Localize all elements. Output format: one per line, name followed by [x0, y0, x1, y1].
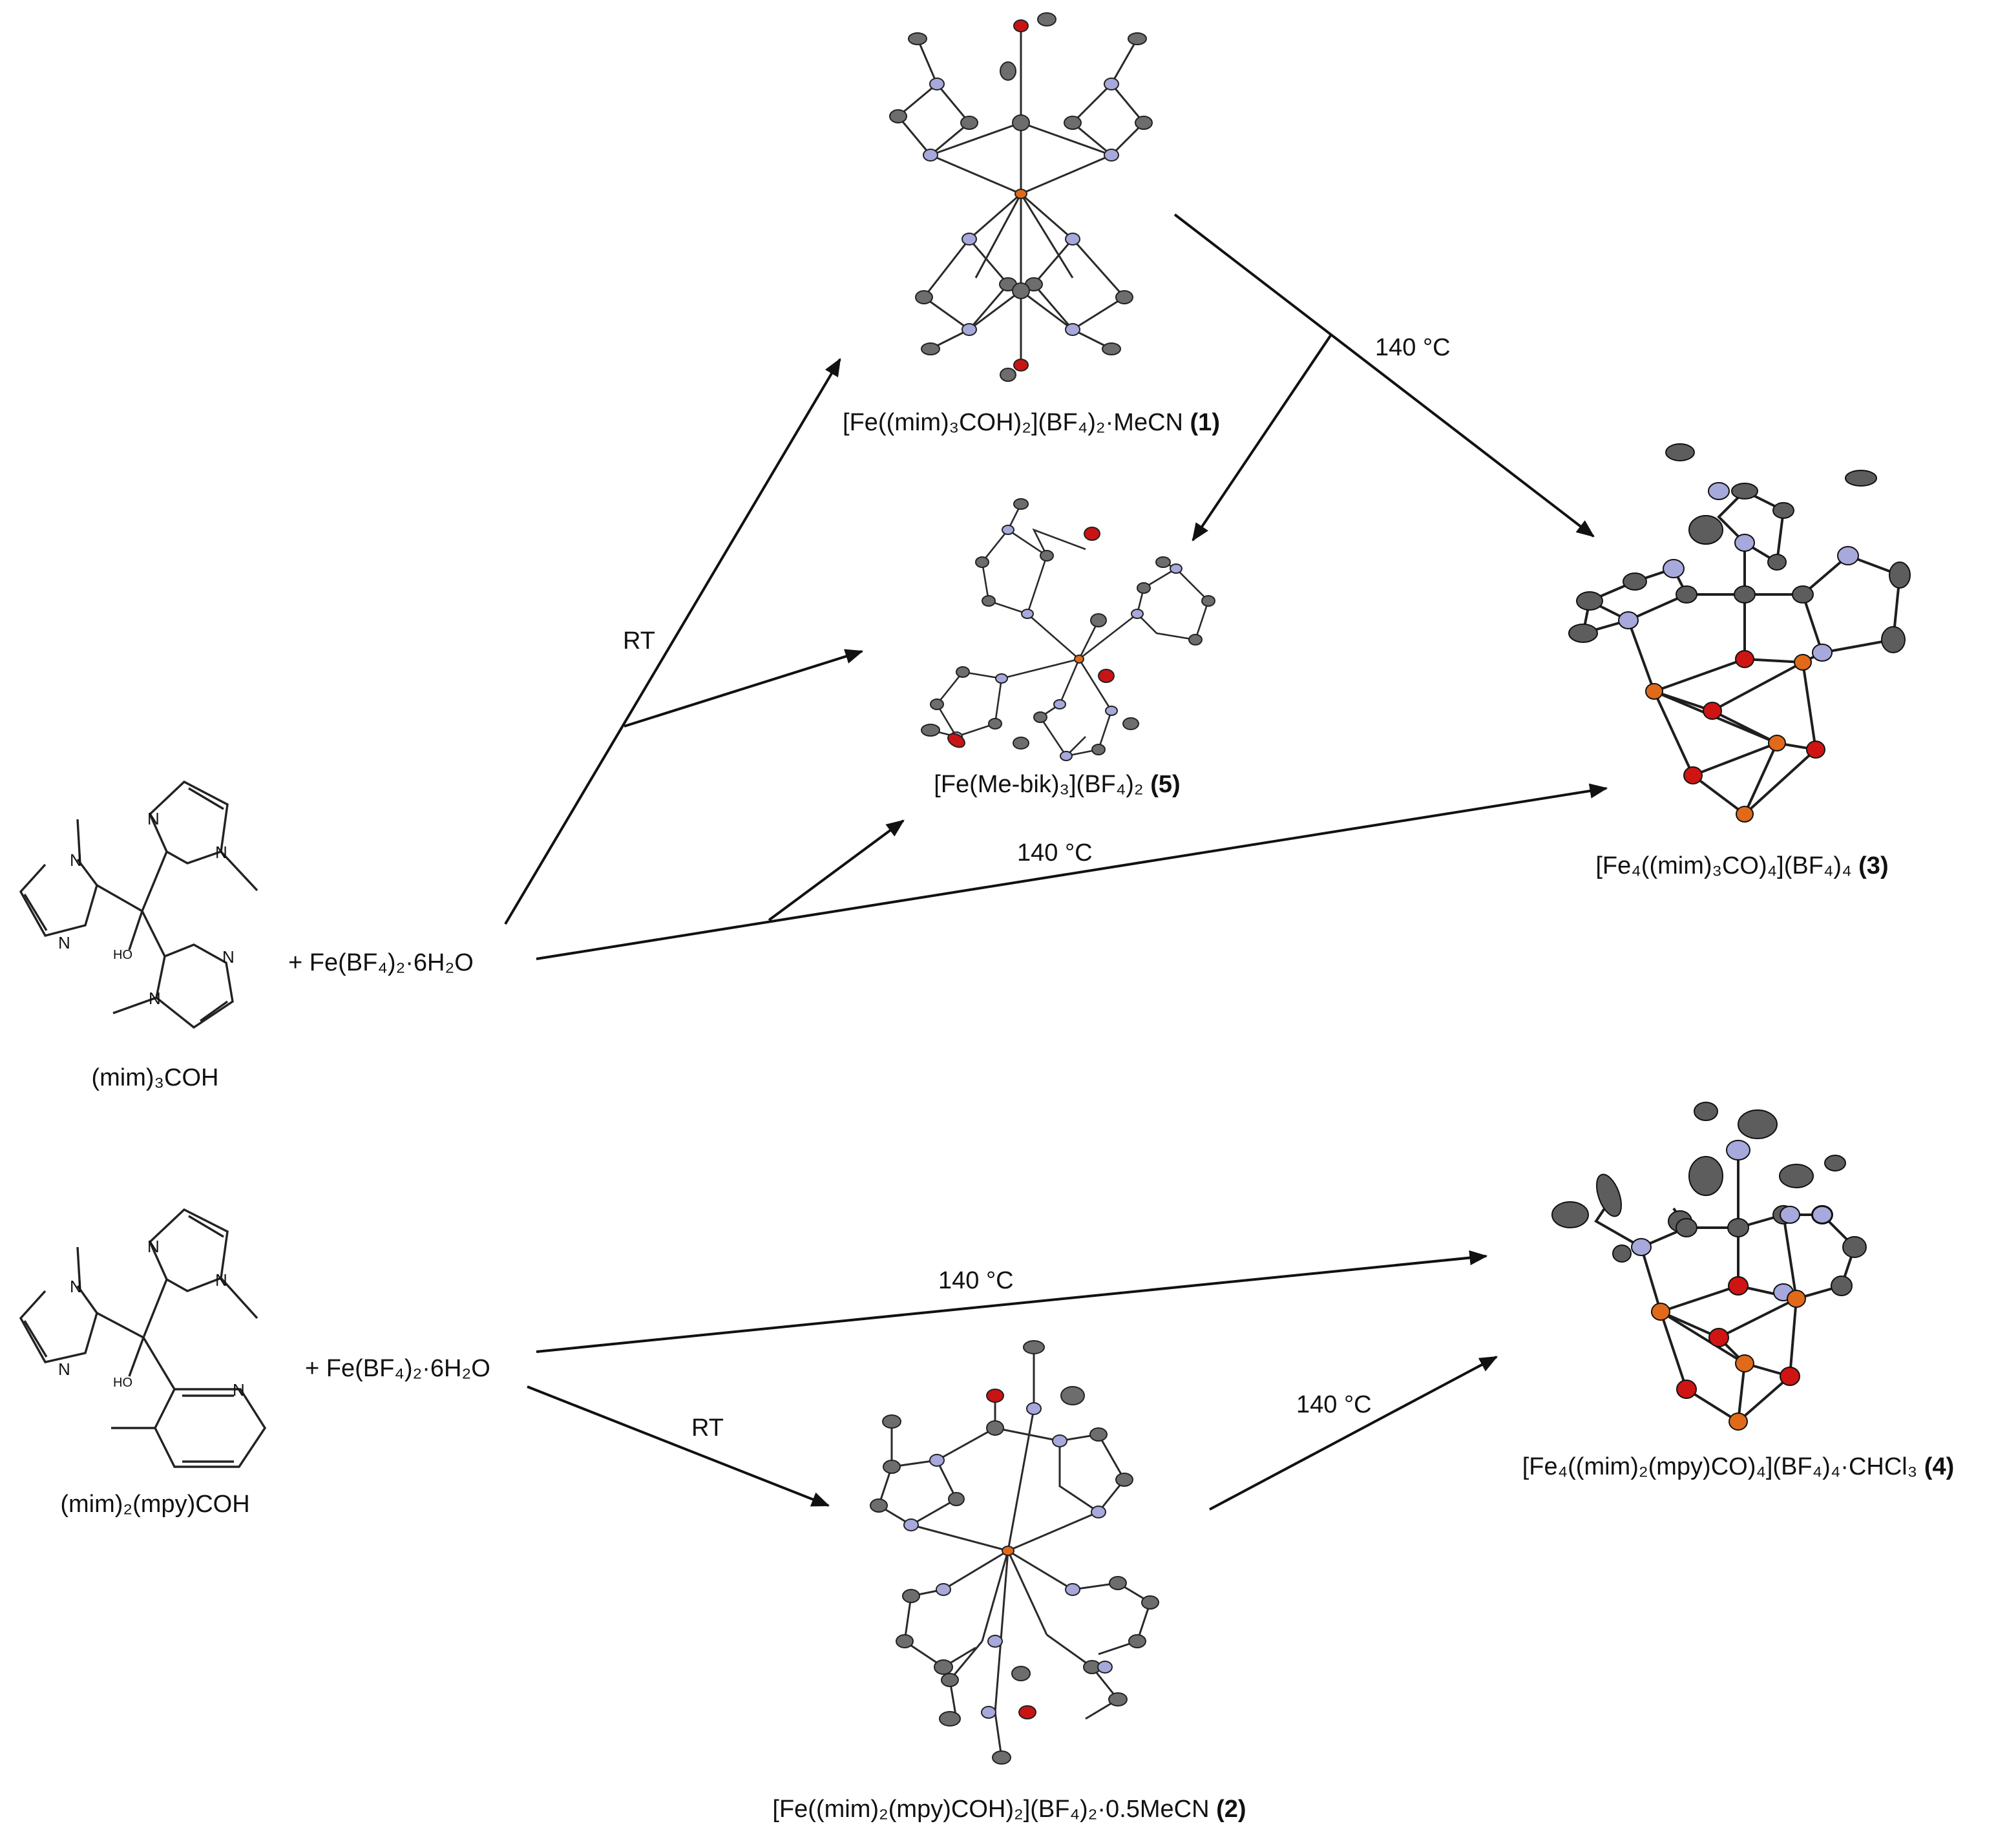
molecule-5-structure — [921, 498, 1215, 761]
condition-rt-lower: RT — [691, 1414, 724, 1442]
molecule-4-structure — [1551, 1102, 1867, 1431]
atom-n-label: N — [149, 989, 161, 1008]
atom-n-label: N — [147, 809, 160, 828]
condition-heat-direct-3: 140 °C — [1017, 839, 1093, 866]
arrow-2-to-4 — [1209, 1356, 1498, 1511]
molecule-2-structure — [870, 1340, 1159, 1765]
product-2-label: [Fe((mim)₂(mpy)COH)₂](BF₄)₂·0.5MeCN (2) — [772, 1796, 1246, 1823]
arrow-ligand2-to-2 — [527, 1385, 830, 1507]
condition-rt-upper: RT — [623, 627, 655, 655]
arrow-1-branch-to-5 — [1192, 333, 1332, 541]
condition-heat-1-to-3: 140 °C — [1375, 334, 1451, 361]
atom-n-label: N — [58, 1360, 70, 1379]
arrow-1-to-3 — [1173, 213, 1595, 538]
molecule-3-structure — [1568, 443, 1911, 823]
atom-n-label: N — [70, 850, 82, 870]
condition-heat-2-to-4: 140 °C — [1296, 1391, 1372, 1418]
molecule-1-structure — [889, 12, 1153, 382]
arrow-rt-branch-to-5 — [624, 649, 864, 728]
condition-heat-direct-4: 140 °C — [938, 1267, 1014, 1294]
ligand2-label: (mim)₂(mpy)COH — [60, 1491, 249, 1518]
atom-n-label: N — [233, 1380, 245, 1400]
arrow-ligand1-to-1 — [504, 357, 841, 925]
product-1-label: [Fe((mim)₃COH)₂](BF₄)₂·MeCN (1) — [843, 409, 1220, 436]
arrow-ligand1-to-3 — [536, 783, 1608, 960]
salt2-label: + Fe(BF₄)₂·6H₂O — [305, 1355, 490, 1382]
atom-n-label: N — [58, 933, 70, 952]
product-3-label: [Fe₄((mim)₃CO)₄](BF₄)₄ (3) — [1595, 852, 1888, 879]
atom-n-label: N — [215, 1270, 227, 1290]
atom-n-label: N — [215, 843, 227, 862]
ligand1-label: (mim)₃COH — [92, 1064, 219, 1091]
atom-n-label: N — [147, 1237, 160, 1256]
arrow-heat-branch-to-5 — [768, 819, 905, 921]
product-4-label: [Fe₄((mim)₂(mpy)CO)₄](BF₄)₄·CHCl₃ (4) — [1522, 1453, 1955, 1480]
reaction-arrows — [504, 213, 1608, 1511]
salt1-label: + Fe(BF₄)₂·6H₂O — [288, 949, 474, 976]
arrow-ligand2-to-4 — [536, 1250, 1488, 1353]
ligand2-structure: N N N N N HO — [19, 1208, 267, 1468]
product-5-label: [Fe(Me-bik)₃](BF₄)₂ (5) — [934, 771, 1180, 798]
atom-n-label: N — [222, 947, 235, 967]
atom-n-label: N — [70, 1277, 82, 1296]
ligand1-structure: N N N N N N HO — [19, 780, 258, 1029]
atom-ho-label: HO — [113, 948, 132, 962]
atom-ho-label: HO — [113, 1376, 132, 1390]
